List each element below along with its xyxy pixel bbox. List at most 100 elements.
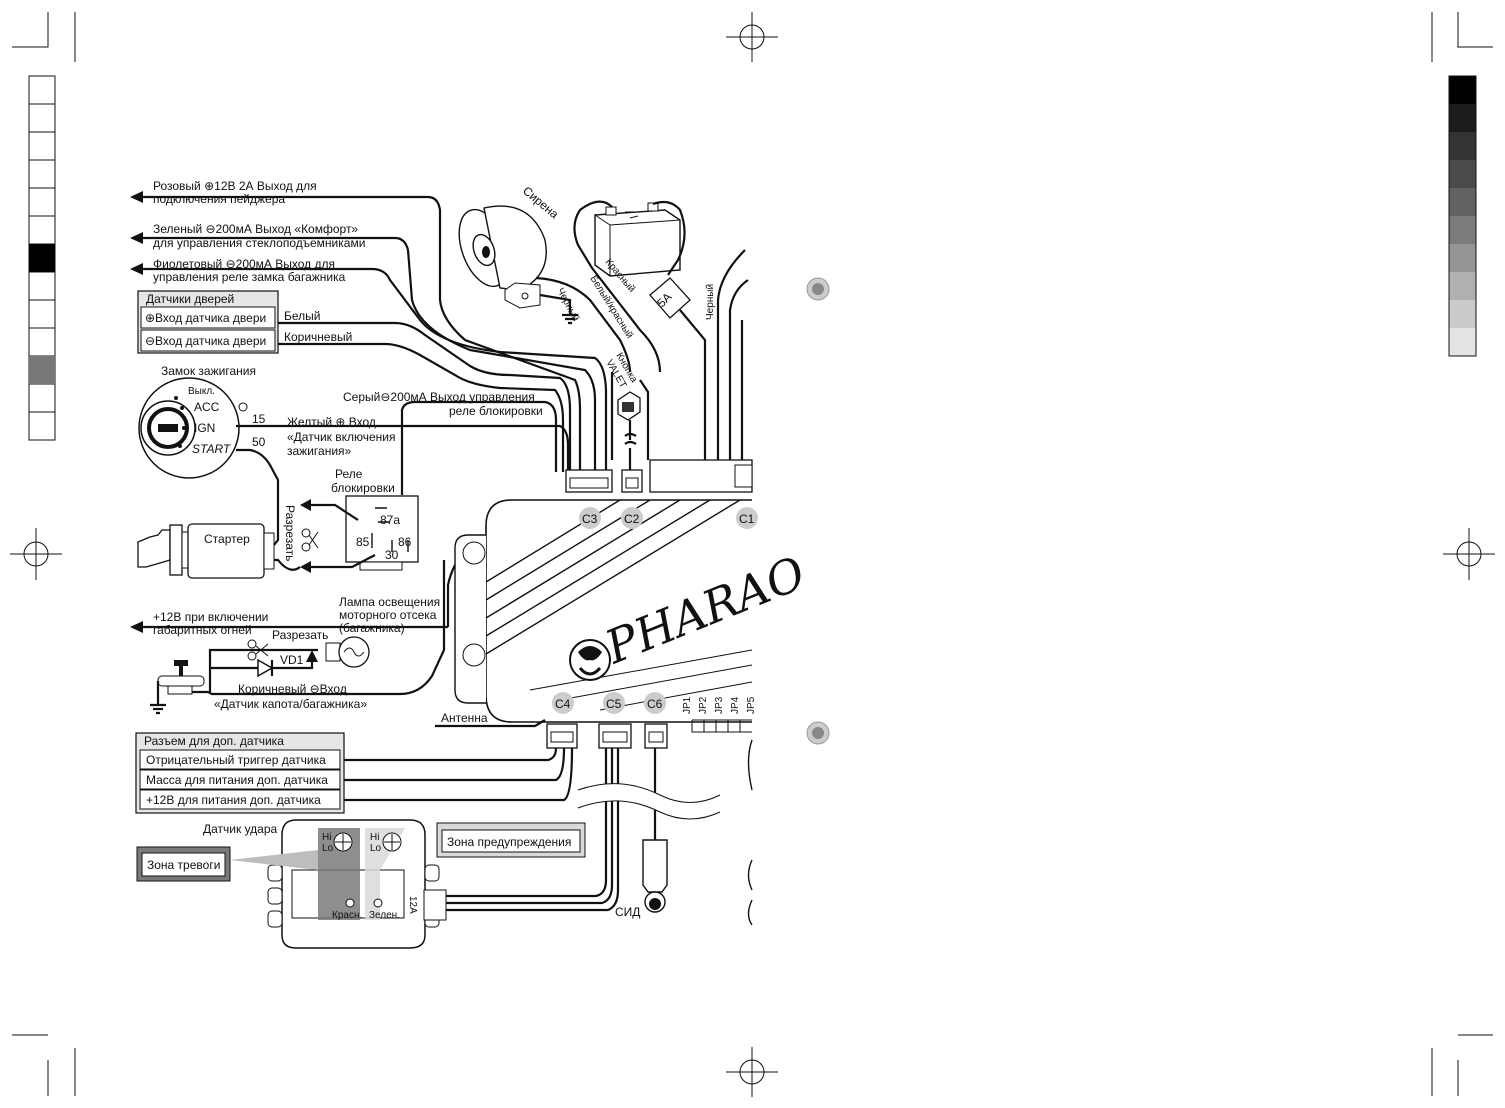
crop-marks [12, 12, 1493, 1096]
green-led-label: Зелен. [369, 910, 400, 921]
siren-black-label: Черный [554, 286, 581, 323]
brown-wire-label: Коричневый [284, 330, 352, 344]
ignition-switch: Замок зажигания Выкл. ACC IGN START 15 5… [138, 364, 396, 510]
pink-wire-label: Розовый ⊕12В 2А Выход для [153, 179, 317, 193]
pin-15-label: 15 [252, 412, 266, 426]
lamp-icon [325, 636, 370, 668]
c4-label: C4 [555, 697, 571, 711]
lamp-label-2: моторного отсека [339, 608, 437, 622]
blocking-relay: Реле блокировки 87а 85 86 30 Разрезать [283, 467, 419, 573]
brown-hood-label: Коричневый ⊖Вход [238, 682, 347, 696]
red-led-label: Красн. [332, 910, 362, 921]
connector-c1-plug [649, 459, 753, 493]
output-labels: Розовый ⊕12В 2А Выход для подключения пе… [153, 179, 365, 284]
fuse: 5А [649, 277, 707, 460]
registration-mark-right [1443, 528, 1495, 580]
door-sensor-plus: ⊕Вход датчика двери [145, 311, 266, 325]
hood-sensor: +12В при включении габаритных огней Разр… [130, 560, 456, 715]
shock-sensor-title: Датчик удара [203, 822, 278, 836]
jp5-label: JP5 [746, 696, 757, 714]
hood-switch-icon [150, 660, 205, 715]
connector-c2-plug [621, 469, 643, 493]
extra-sensor-row-3: +12В для питания доп. датчика [146, 793, 321, 807]
jp1-label: JP1 [682, 696, 693, 714]
scissors-icon [301, 528, 319, 552]
relay-86: 86 [398, 535, 412, 549]
lights-cut-label: Разрезать [272, 628, 328, 642]
scissors-icon [247, 639, 269, 661]
output-wires [130, 191, 608, 472]
lamp-label: Лампа освещения [339, 595, 440, 609]
connector-labels: C3 C2 C1 C4 C5 C6 JP1 JP2 JP3 JP4 JP5 [552, 507, 758, 733]
pin-50-label: 50 [252, 435, 266, 449]
door-sensors-box: Датчики дверей ⊕Вход датчика двери ⊖Вход… [137, 290, 352, 354]
top-harness: Черный [610, 249, 749, 460]
connector-c3-plug [565, 469, 613, 493]
led-icon: СИД [615, 839, 668, 919]
violet-wire-label-2: управления реле замка багажника [153, 270, 346, 284]
gray-wire-label: Серый⊖200мА Выход управления [343, 390, 535, 404]
jp3-label: JP3 [714, 696, 725, 714]
antenna-label: Антенна [441, 711, 488, 725]
registration-mark-left [10, 528, 62, 580]
c2-label: C2 [624, 512, 640, 526]
antenna: Антенна [435, 711, 546, 728]
alarm-unit: PHARAO [454, 499, 813, 723]
valet-button[interactable]: Кнопка VALET [603, 351, 641, 472]
ign-start-label: START [192, 442, 232, 456]
relay-title-2: блокировки [331, 481, 395, 495]
black-power-label: Черный [705, 284, 716, 320]
warning-zone-label: Зона предупреждения [447, 835, 571, 849]
lo-label: Lo [322, 843, 334, 854]
led-label: СИД [615, 905, 640, 919]
siren: Сирена Черный [458, 184, 632, 373]
yellow-wire-label: Желтый ⊕ Вход [287, 415, 376, 429]
c5-label: C5 [606, 697, 622, 711]
extra-sensor-box: Разъем для доп. датчика Отрицательный тр… [135, 732, 574, 814]
ignition-title: Замок зажигания [161, 364, 256, 378]
green-wire-label-2: для управления стеклоподъемниками [153, 236, 365, 250]
yellow-wire-label-2: «Датчик включения [287, 430, 396, 444]
jp2-label: JP2 [698, 696, 709, 714]
ign-ign-label: IGN [194, 421, 215, 435]
lamp-label-3: (багажника) [339, 621, 405, 635]
brand-logo-icon [569, 639, 611, 681]
door-sensors-title: Датчики дверей [146, 292, 234, 306]
c3-label: C3 [582, 512, 598, 526]
green-wire-label: Зеленый ⊖200мА Выход «Комфорт» [153, 222, 358, 236]
registration-mark-bottom [726, 1047, 778, 1097]
extra-sensor-row-2: Масса для питания доп. датчика [146, 773, 328, 787]
sensor-pin-label: 12А [407, 896, 418, 914]
gray-wire-label-2: реле блокировки [449, 404, 543, 418]
violet-wire-label: Фиолетовый ⊖200мА Выход для [153, 257, 335, 271]
bottom-plugs [546, 723, 668, 749]
ign-acc-label: ACC [194, 400, 220, 414]
jp4-label: JP4 [730, 696, 741, 714]
diode-label: VD1 [280, 653, 304, 667]
ign-off-label: Выкл. [188, 386, 215, 397]
alarm-zone-label: Зона тревоги [147, 858, 220, 872]
yellow-wire-label-3: зажигания» [287, 444, 352, 458]
lo-label-2: Lo [370, 843, 382, 854]
extra-sensor-row-1: Отрицательный триггер датчика [146, 753, 326, 767]
hi-label-2: Hi [370, 832, 379, 843]
cable-break [577, 748, 721, 890]
color-bar-right [1448, 75, 1477, 357]
shock-sensor: Датчик удара Hi Lo Hi Lo Красн. Зелен. 1… [136, 819, 620, 949]
brown-hood-label-2: «Датчик капота/багажника» [214, 697, 367, 711]
relay-title: Реле [335, 467, 363, 481]
parking-lights-label-2: габаритных огней [153, 623, 252, 637]
page-edge-fragments [747, 739, 753, 926]
registration-mark-top [726, 12, 778, 62]
pink-wire-label-2: подключения пейджера [153, 192, 285, 206]
relay-cut-label: Разрезать [283, 505, 297, 561]
hole-icon [806, 277, 830, 745]
door-sensor-minus: ⊖Вход датчика двери [145, 334, 266, 348]
color-bar-left [28, 75, 56, 441]
extra-sensor-title: Разъем для доп. датчика [144, 734, 284, 748]
parking-lights-label: +12В при включении [153, 610, 268, 624]
starter: Стартер [137, 510, 301, 579]
hi-label: Hi [322, 832, 331, 843]
starter-label: Стартер [204, 532, 250, 546]
